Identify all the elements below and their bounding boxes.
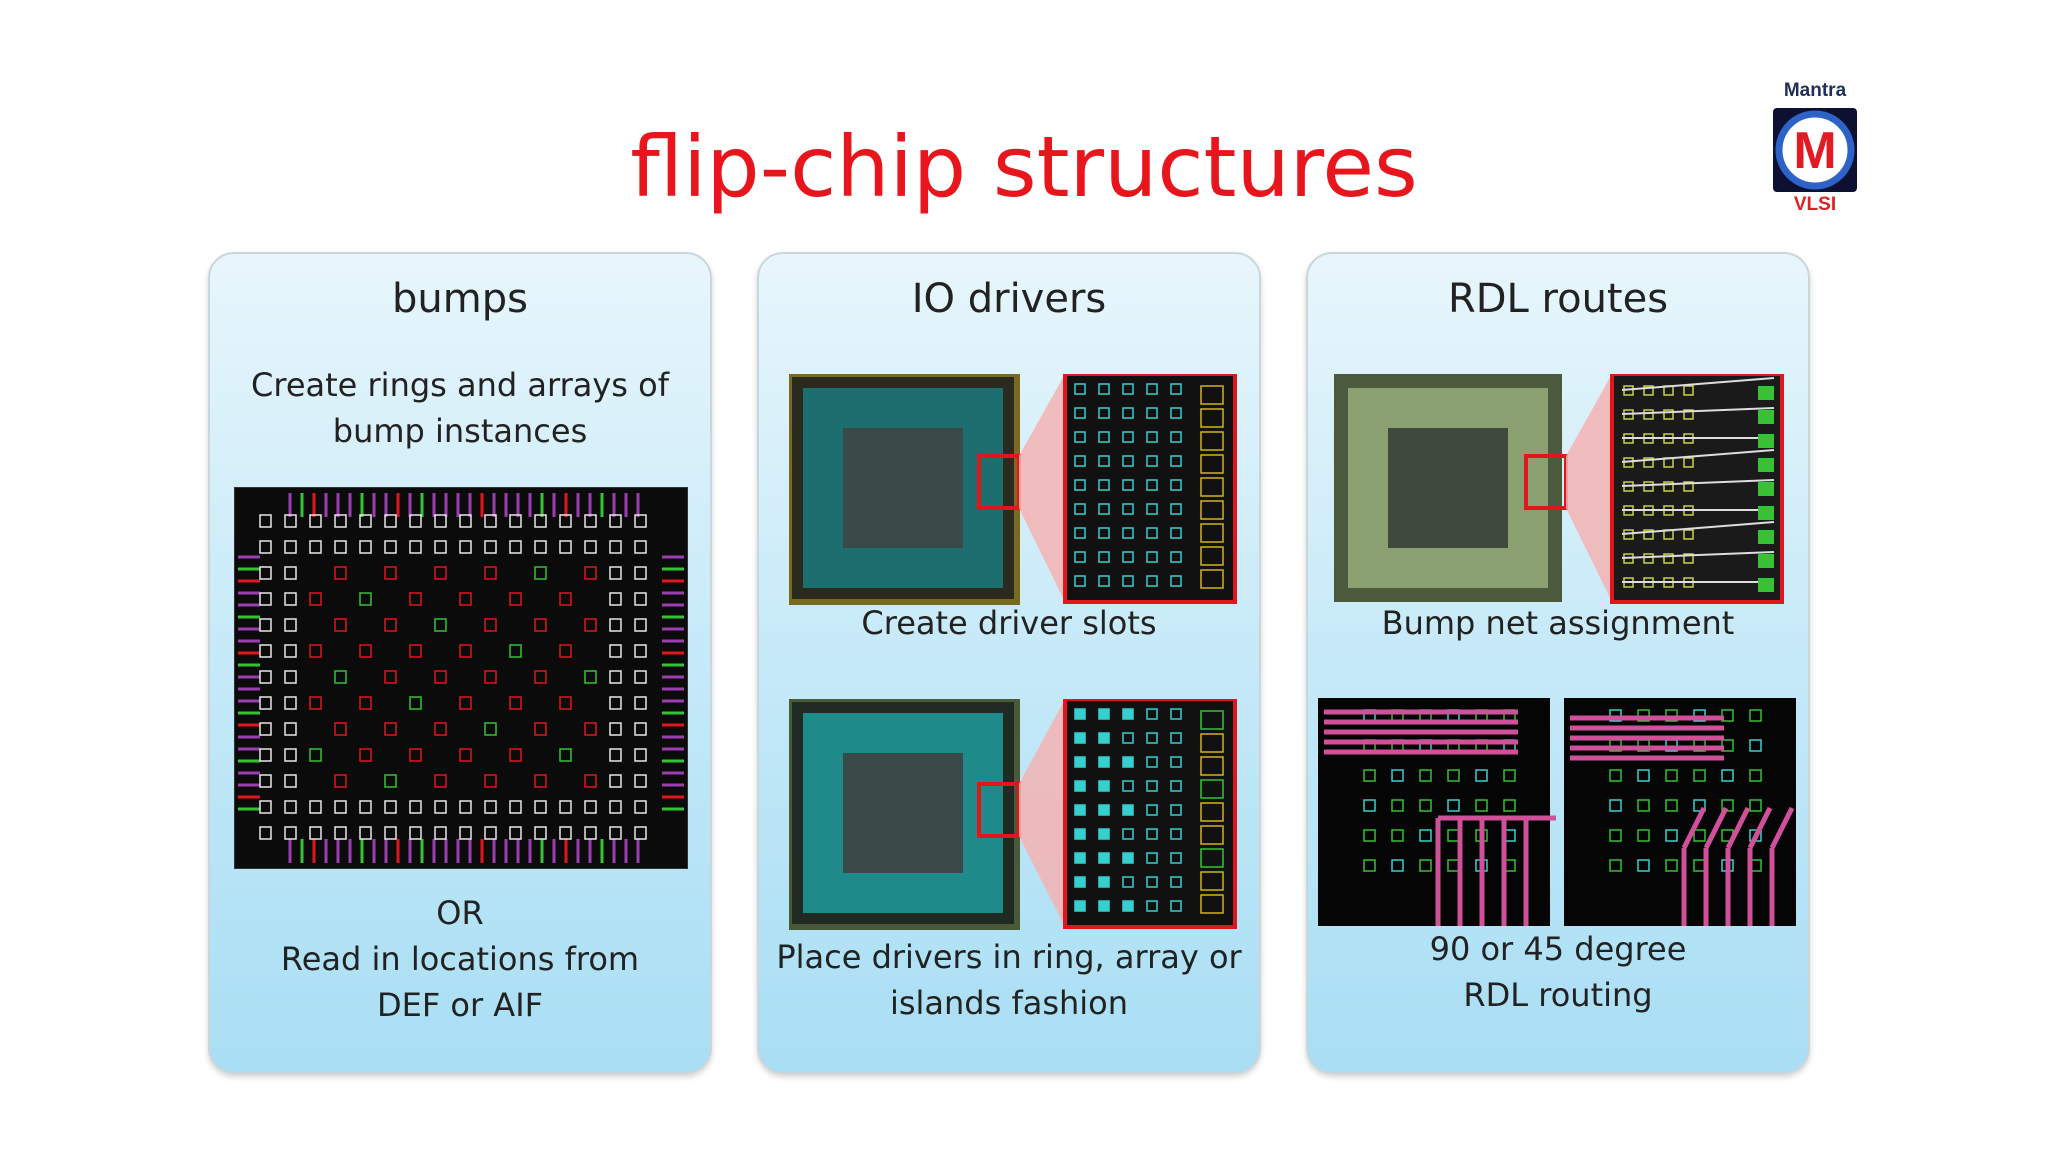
driver-placement-caption-line2: islands fashion bbox=[889, 984, 1129, 1022]
bumps-or-text: OR bbox=[436, 894, 484, 932]
rdl-routing-images bbox=[1318, 698, 1796, 926]
io-drivers-heading: IO drivers bbox=[911, 276, 1107, 322]
logo-badge: M bbox=[1773, 108, 1857, 192]
logo-top-text: Mantra bbox=[1783, 80, 1847, 101]
rdl-routes-panel: RDL routes Bump net assignment 90 or 45 … bbox=[1306, 252, 1810, 1074]
driver-slots-image bbox=[789, 374, 1237, 605]
bumps-read-text-line1: Read in locations from bbox=[280, 940, 640, 978]
logo-bottom-text: VLSI bbox=[1793, 194, 1837, 215]
rdl-routing-caption-line2: RDL routing bbox=[1463, 976, 1653, 1014]
rdl-routes-heading: RDL routes bbox=[1447, 276, 1669, 322]
bumps-heading: bumps bbox=[392, 276, 528, 322]
bumps-panel: bumps Create rings and arrays of bump in… bbox=[208, 252, 712, 1074]
driver-slots-caption: Create driver slots bbox=[861, 604, 1157, 642]
driver-placement-caption-line1: Place drivers in ring, array or bbox=[776, 938, 1242, 976]
bumps-read-text-line2: DEF or AIF bbox=[376, 986, 544, 1024]
bumps-description-line1: Create rings and arrays of bbox=[251, 366, 669, 404]
slide-title: flip-chip structures bbox=[630, 118, 1418, 216]
bump-array-image bbox=[234, 487, 688, 869]
logo-letter: M bbox=[1793, 122, 1836, 180]
bumps-description-line2: bump instances bbox=[332, 412, 588, 450]
mantra-vlsi-logo: Mantra M VLSI bbox=[1760, 80, 1870, 230]
rdl-routing-caption-line1: 90 or 45 degree bbox=[1429, 930, 1687, 968]
io-drivers-panel: IO drivers Create driver slots Place dri… bbox=[757, 252, 1261, 1074]
bump-net-assignment-image bbox=[1334, 374, 1784, 604]
bump-net-caption: Bump net assignment bbox=[1381, 604, 1735, 642]
driver-placement-image bbox=[789, 699, 1237, 930]
